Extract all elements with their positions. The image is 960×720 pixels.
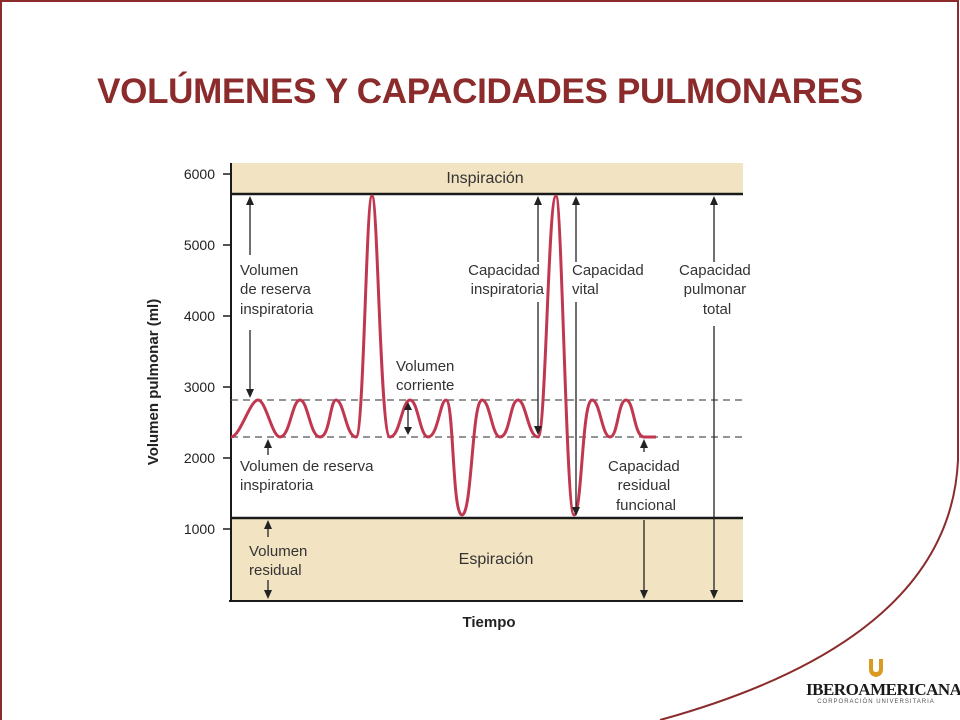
- residual-volume-label: Volumen residual: [249, 543, 312, 579]
- university-logo: IBEROAMERICANA CORPORACIÓN UNIVERSITARIA: [806, 656, 960, 710]
- y-tick-label: 5000: [184, 237, 215, 253]
- arrowheads: [246, 196, 718, 599]
- logo-name: IBEROAMERICANA: [806, 680, 960, 699]
- y-tick-label: 4000: [184, 308, 215, 324]
- y-axis-ticks: 6000 5000 4000 3000 2000 1000: [184, 166, 231, 537]
- tidal-volume-label: Volumen corriente: [396, 358, 459, 394]
- breathing-curve: [230, 194, 656, 517]
- x-axis-label: Tiempo: [462, 614, 515, 631]
- total-lung-capacity-label: Capacidad pulmonar total: [679, 262, 755, 318]
- expiration-band: [231, 518, 743, 601]
- irv-label: Volumen de reserva inspiratoria: [240, 262, 315, 318]
- axes: [229, 163, 743, 602]
- vital-capacity-label: Capacidad vital: [572, 262, 648, 298]
- y-tick-label: 3000: [184, 379, 215, 395]
- logo-subtitle: CORPORACIÓN UNIVERSITARIA: [817, 699, 935, 705]
- inspiration-band: [231, 163, 743, 194]
- university-shield-icon: [869, 659, 883, 677]
- expiration-band-label: Espiración: [459, 551, 534, 568]
- y-axis-label: Volumen pulmonar (ml): [145, 299, 162, 465]
- inspiration-band-label: Inspiración: [446, 170, 523, 187]
- slide-title: VOLÚMENES Y CAPACIDADES PULMONARES: [97, 72, 863, 111]
- erv-label: Volumen de reserva inspiratoria: [240, 458, 378, 494]
- y-tick-label: 2000: [184, 450, 215, 466]
- y-tick-label: 1000: [184, 521, 215, 537]
- inspiratory-capacity-label: Capacidad inspiratoria: [468, 262, 545, 298]
- y-tick-label: 6000: [184, 166, 215, 182]
- functional-residual-capacity-label: Capacidad residual funcional: [608, 458, 684, 514]
